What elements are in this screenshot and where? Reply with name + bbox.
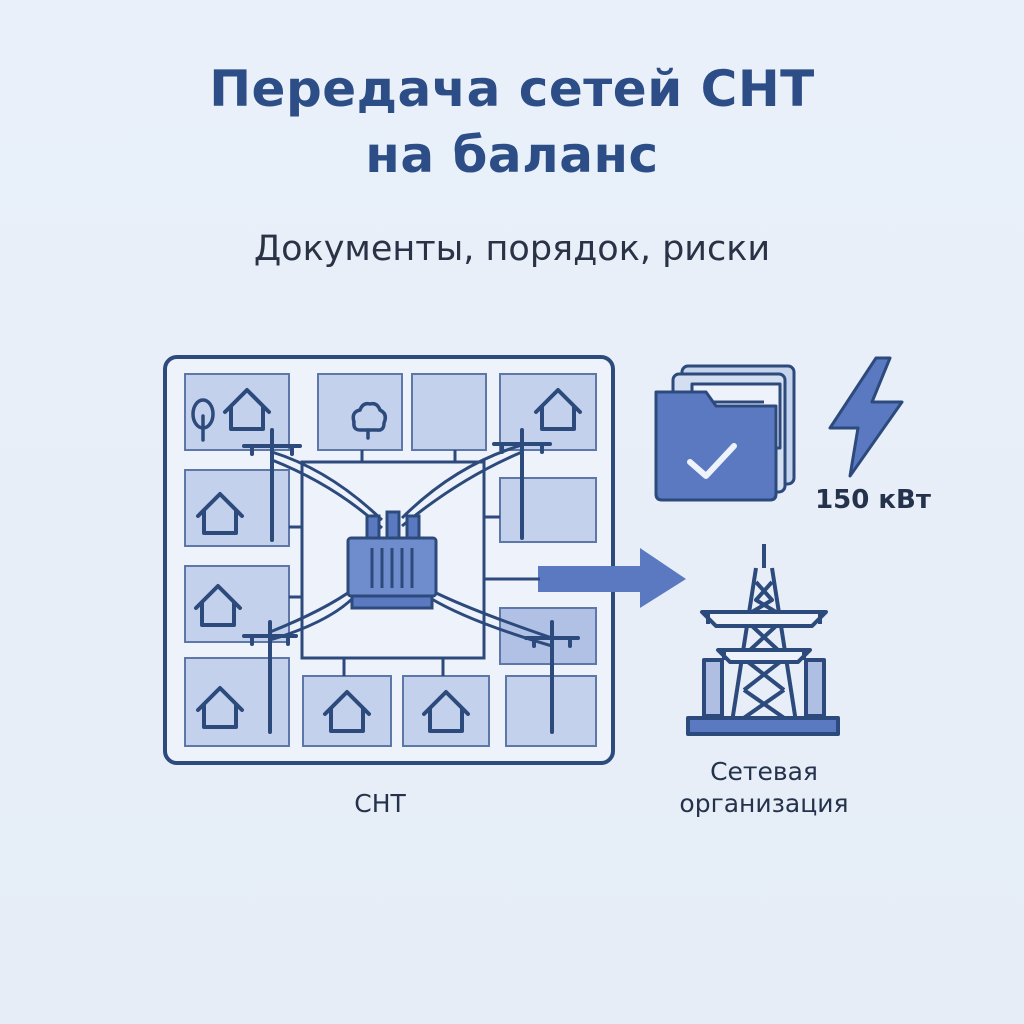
utility-pole-icon	[242, 620, 298, 734]
page-subtitle: Документы, порядок, риски	[253, 229, 771, 269]
tree-icon	[191, 398, 215, 442]
tree-icon	[351, 401, 388, 440]
parcel	[402, 675, 490, 747]
parcel	[302, 675, 392, 747]
parcel	[184, 657, 290, 747]
title-line-1: Передача сетей СНТ	[209, 60, 815, 118]
lightning-icon	[828, 356, 904, 478]
page-title: Передача сетей СНТ на баланс	[0, 56, 1024, 188]
grid-org-label-line-1: Сетевая	[710, 757, 818, 786]
transmission-tower-icon	[686, 544, 840, 736]
parcel	[411, 373, 487, 451]
arrow-right-icon	[484, 548, 686, 608]
grid-org-label-line-2: организация	[679, 789, 849, 818]
utility-pole-icon	[524, 620, 580, 734]
parcel	[317, 373, 403, 451]
grid-org-label: Сетевая организация	[640, 756, 888, 820]
utility-pole-icon	[492, 428, 552, 540]
snt-label: СНТ	[354, 789, 406, 818]
parcel	[499, 477, 597, 543]
title-line-2: на баланс	[365, 126, 659, 184]
utility-pole-icon	[242, 428, 302, 542]
snt-plot	[163, 355, 615, 765]
power-label: 150 кВт	[815, 485, 931, 515]
folder-check-icon	[654, 364, 796, 502]
transformer-icon	[346, 510, 438, 610]
